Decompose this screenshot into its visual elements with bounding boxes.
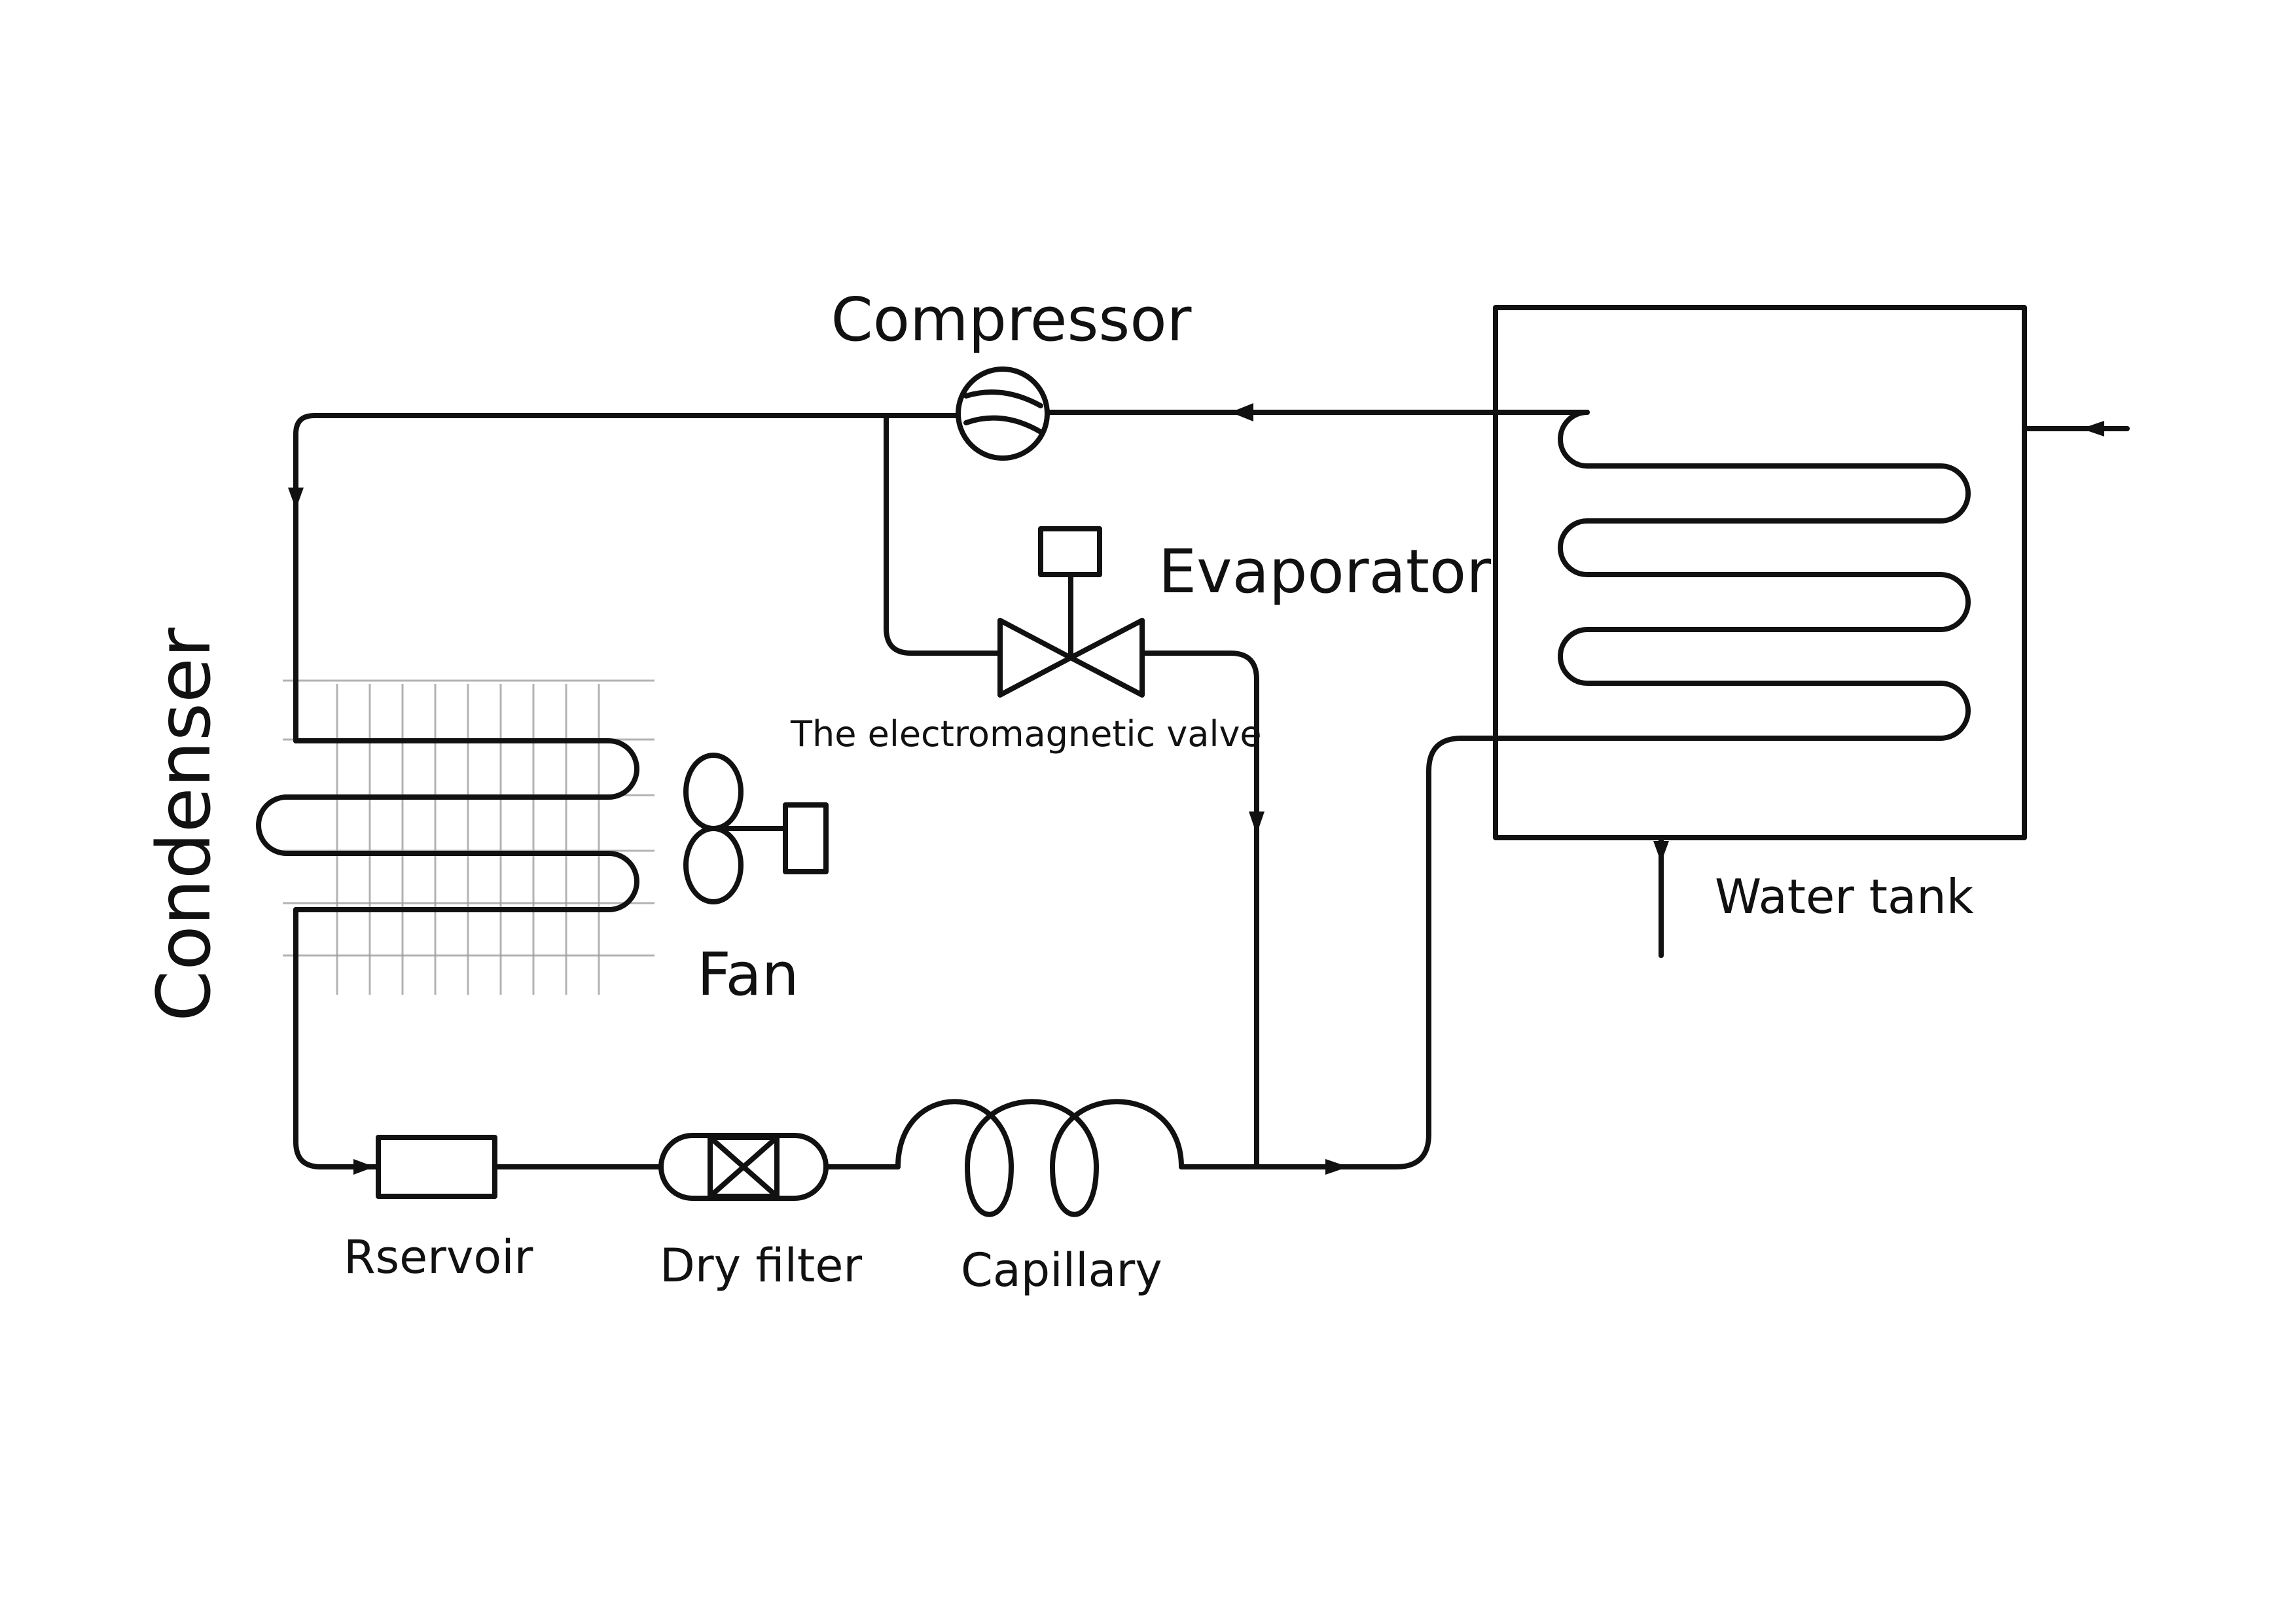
evaporator-feed-line xyxy=(1179,736,1943,1169)
flow-arrow-evaporator-feed xyxy=(1325,1159,1348,1175)
bypass-line-out xyxy=(1139,651,1259,1169)
compressor-symbol xyxy=(956,366,1050,461)
electromagnetic-valve-symbol xyxy=(997,526,1145,698)
bypass-line-in xyxy=(884,413,1003,656)
discharge-line xyxy=(293,413,958,743)
flow-arrow-bypass-down xyxy=(1249,812,1265,834)
fan-label: Fan xyxy=(697,940,799,1009)
water-tank-label: Water tank xyxy=(1715,869,1974,924)
flow-arrow-down-condenser xyxy=(288,488,304,509)
flow-arrow-water-out xyxy=(1653,841,1669,863)
reservoir-symbol xyxy=(376,1135,497,1199)
compressor-label: Compressor xyxy=(831,285,1192,355)
capillary-tube xyxy=(895,1099,1184,1217)
reservoir-label: Rservoir xyxy=(344,1230,533,1284)
liquid-line xyxy=(293,907,381,1169)
condenser-fins xyxy=(283,679,655,995)
evaporator-label: Evaporator xyxy=(1158,537,1491,607)
condenser-coil xyxy=(256,738,639,912)
condenser-label: Condenser xyxy=(142,627,227,1022)
capillary-label: Capillary xyxy=(961,1243,1162,1297)
flow-arrow-reservoir xyxy=(353,1159,374,1175)
dry-filter-symbol xyxy=(658,1133,829,1201)
valve-label: The electromagnetic valve xyxy=(790,713,1262,755)
flow-arrow-water-in xyxy=(2081,421,2104,437)
fan-symbol xyxy=(683,753,829,904)
water-tank-box xyxy=(1493,305,2027,840)
evaporator-coil xyxy=(1558,410,1971,741)
dry-filter-label: Dry filter xyxy=(660,1239,862,1293)
flow-arrow-suction xyxy=(1230,403,1253,421)
